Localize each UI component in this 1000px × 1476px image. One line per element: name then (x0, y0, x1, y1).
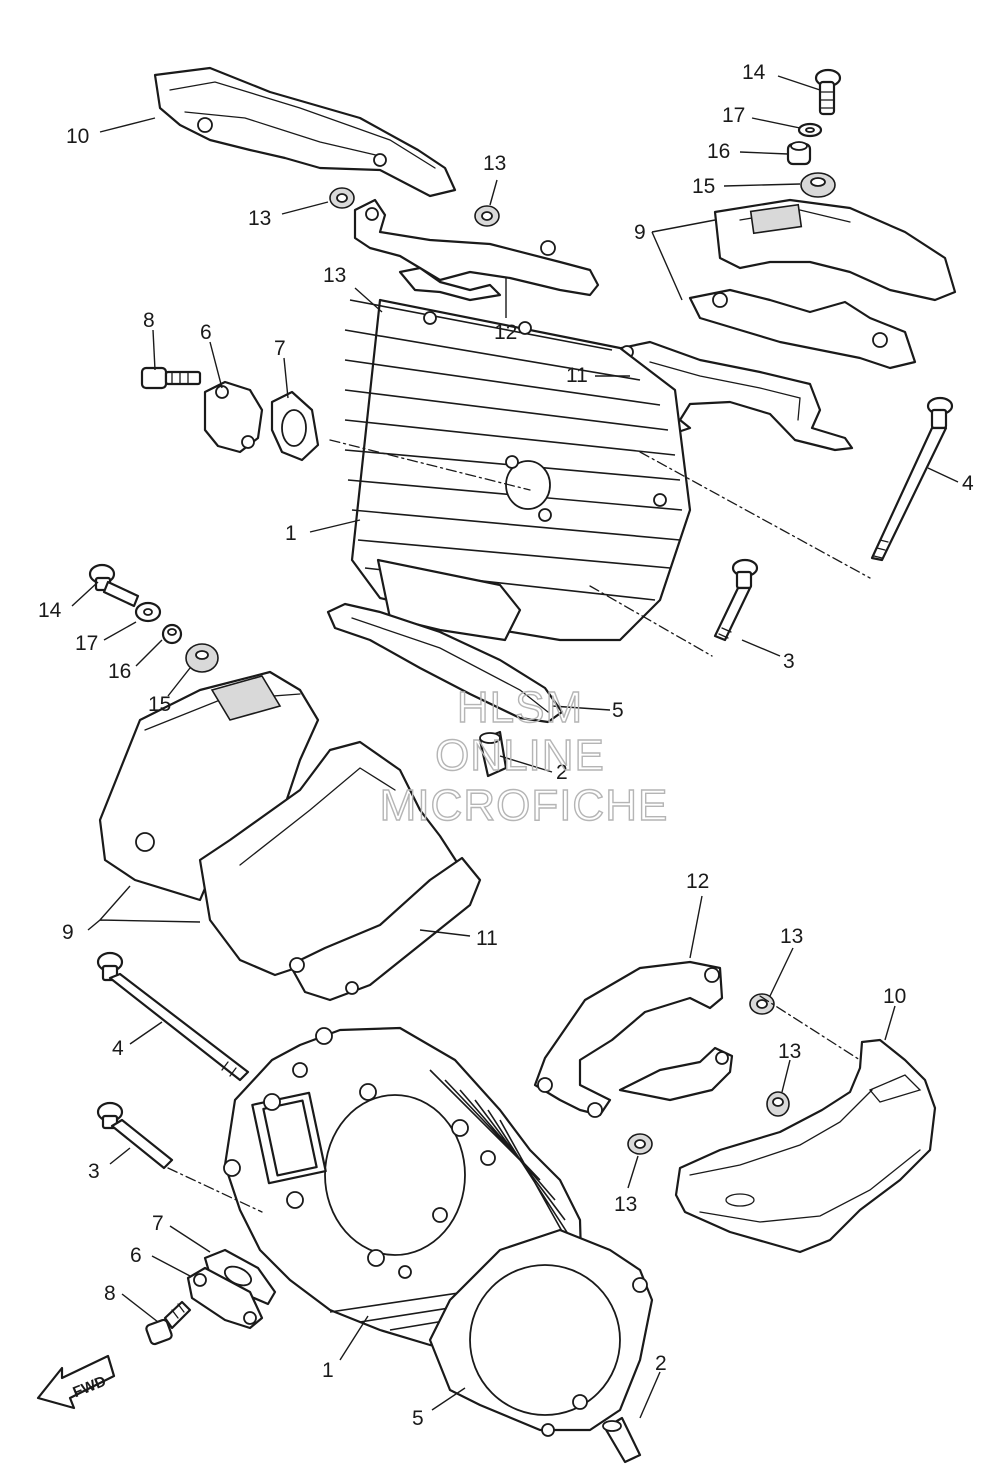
cylinder-base-gasket-upper[interactable] (326, 602, 564, 724)
callout-2: 2 (556, 761, 568, 784)
callout-3: 3 (783, 650, 795, 673)
callout-14: 14 (38, 599, 62, 622)
callout-13: 13 (248, 207, 271, 230)
cover-bracket-front[interactable] (533, 960, 734, 1118)
washer-lower[interactable] (134, 601, 162, 623)
callout-15: 15 (692, 175, 715, 198)
callout-12: 12 (494, 321, 517, 344)
cylinder-front[interactable] (344, 298, 692, 642)
callout-8: 8 (104, 1282, 116, 1305)
grommet-lower-1[interactable] (749, 993, 775, 1015)
damper-lower[interactable] (185, 643, 219, 673)
callout-8: 8 (143, 309, 155, 332)
grommet-upper-2[interactable] (474, 205, 500, 227)
washer-upper[interactable] (797, 122, 823, 138)
callout-7: 7 (274, 337, 286, 360)
callout-7: 7 (152, 1212, 164, 1235)
callout-13: 13 (323, 264, 346, 287)
callout-14: 14 (742, 61, 766, 84)
bolt-upper[interactable] (814, 68, 842, 116)
cover-plate-6-lower[interactable] (186, 1266, 264, 1330)
cover-bracket-rear[interactable] (353, 198, 600, 302)
callout-12: 12 (686, 870, 709, 893)
callout-13: 13 (483, 152, 506, 175)
stud-bolt-lower[interactable] (96, 951, 250, 1082)
collar-lower[interactable] (161, 623, 183, 645)
leader-lines (71, 75, 959, 1419)
damper-upper[interactable] (800, 172, 836, 198)
collar-upper[interactable] (786, 141, 812, 166)
callout-16: 16 (707, 140, 730, 163)
grommet-lower-2[interactable] (766, 1091, 790, 1117)
callout-2: 2 (655, 1352, 667, 1375)
callout-5: 5 (612, 699, 624, 722)
watermark-line-2: ONLINE (435, 731, 605, 780)
fwd-arrow-icon: FWD (36, 1354, 116, 1410)
cover-plate-6-upper[interactable] (203, 380, 264, 454)
gasket-7-upper[interactable] (270, 390, 320, 462)
watermark-line-1: HLSM (457, 683, 583, 732)
bolt-3-upper[interactable] (713, 558, 759, 642)
callout-6: 6 (200, 321, 212, 344)
callout-6: 6 (130, 1244, 142, 1267)
callout-10: 10 (883, 985, 906, 1008)
callout-1: 1 (322, 1359, 334, 1382)
watermark: HLSM ONLINE MICROFICHE (379, 682, 669, 830)
bolt-3-lower[interactable] (96, 1101, 174, 1170)
callout-10: 10 (66, 125, 89, 148)
grommet-upper-1[interactable] (329, 187, 355, 209)
grommet-lower-3[interactable] (627, 1133, 653, 1155)
head-cover-rear[interactable] (688, 198, 957, 370)
callout-15: 15 (148, 693, 171, 716)
callout-16: 16 (108, 660, 131, 683)
callout-13: 13 (780, 925, 803, 948)
dowel-pin-upper[interactable] (478, 730, 508, 778)
callout-1: 1 (285, 522, 297, 545)
bolt-lower[interactable] (88, 563, 140, 608)
dowel-pin-lower[interactable] (602, 1416, 642, 1464)
stud-bolt-upper[interactable] (870, 396, 954, 562)
callout-13: 13 (778, 1040, 801, 1063)
watermark-line-3: MICROFICHE (380, 781, 669, 830)
bolt-8-upper[interactable] (140, 366, 202, 390)
callout-3: 3 (88, 1160, 100, 1183)
callout-17: 17 (722, 104, 745, 127)
callout-9: 9 (62, 921, 74, 944)
bolt-8-lower[interactable] (145, 1300, 192, 1346)
cylinder-cover-front[interactable] (674, 1038, 937, 1254)
cylinder-cover-rear[interactable] (153, 66, 457, 198)
callout-13: 13 (614, 1193, 637, 1216)
callout-labels: 10 13 13 13 12 14 17 16 15 9 11 8 6 7 4 … (38, 61, 974, 1430)
callout-17: 17 (75, 632, 98, 655)
callout-4: 4 (112, 1037, 124, 1060)
head-cover-gasket-front[interactable] (288, 856, 482, 1002)
callout-4: 4 (962, 472, 974, 495)
callout-5: 5 (412, 1407, 424, 1430)
callout-11: 11 (566, 364, 588, 387)
cylinder-base-gasket-lower[interactable] (428, 1228, 654, 1437)
callout-11: 11 (476, 927, 498, 950)
callout-9: 9 (634, 221, 646, 244)
